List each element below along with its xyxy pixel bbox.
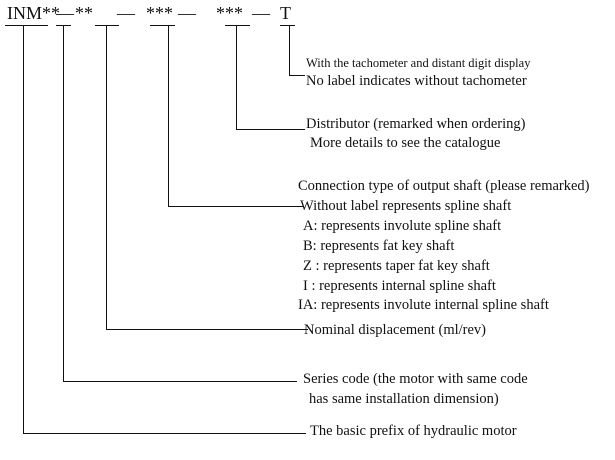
- series-desc-line2: has same installation dimension): [309, 391, 499, 407]
- connection-item: B: represents fat key shaft: [303, 238, 455, 254]
- code-series: **: [75, 3, 93, 23]
- connection-item: Z : represents taper fat key shaft: [303, 258, 490, 274]
- series-desc-line1: Series code (the motor with same code: [303, 371, 528, 387]
- connection-item: Without label represents spline shaft: [300, 198, 512, 214]
- connection-item: A: represents involute spline shaft: [303, 218, 502, 234]
- tachometer-desc-line1: With the tachometer and distant digit di…: [306, 56, 531, 70]
- distributor-desc-line1: Distributor (remarked when ordering): [306, 116, 526, 132]
- code-separator: —: [178, 3, 196, 23]
- code-tachometer: T: [280, 3, 291, 23]
- connection-item: I : represents internal spline shaft: [303, 278, 496, 294]
- code-displacement: ***: [146, 3, 173, 23]
- code-separator: —: [56, 3, 74, 23]
- code-separator: —: [252, 3, 270, 23]
- code-shaft: ***: [216, 3, 243, 23]
- displacement-desc: Nominal displacement (ml/rev): [304, 322, 487, 338]
- connection-item: IA: represents involute internal spline …: [298, 297, 549, 313]
- connection-title: Connection type of output shaft (please …: [298, 178, 590, 194]
- code-separator: —: [117, 3, 135, 23]
- tachometer-desc-line2: No label indicates without tachometer: [306, 73, 527, 89]
- distributor-desc-line2: More details to see the catalogue: [310, 135, 501, 151]
- prefix-desc: The basic prefix of hydraulic motor: [310, 423, 517, 439]
- code-prefix: INM**: [7, 3, 60, 23]
